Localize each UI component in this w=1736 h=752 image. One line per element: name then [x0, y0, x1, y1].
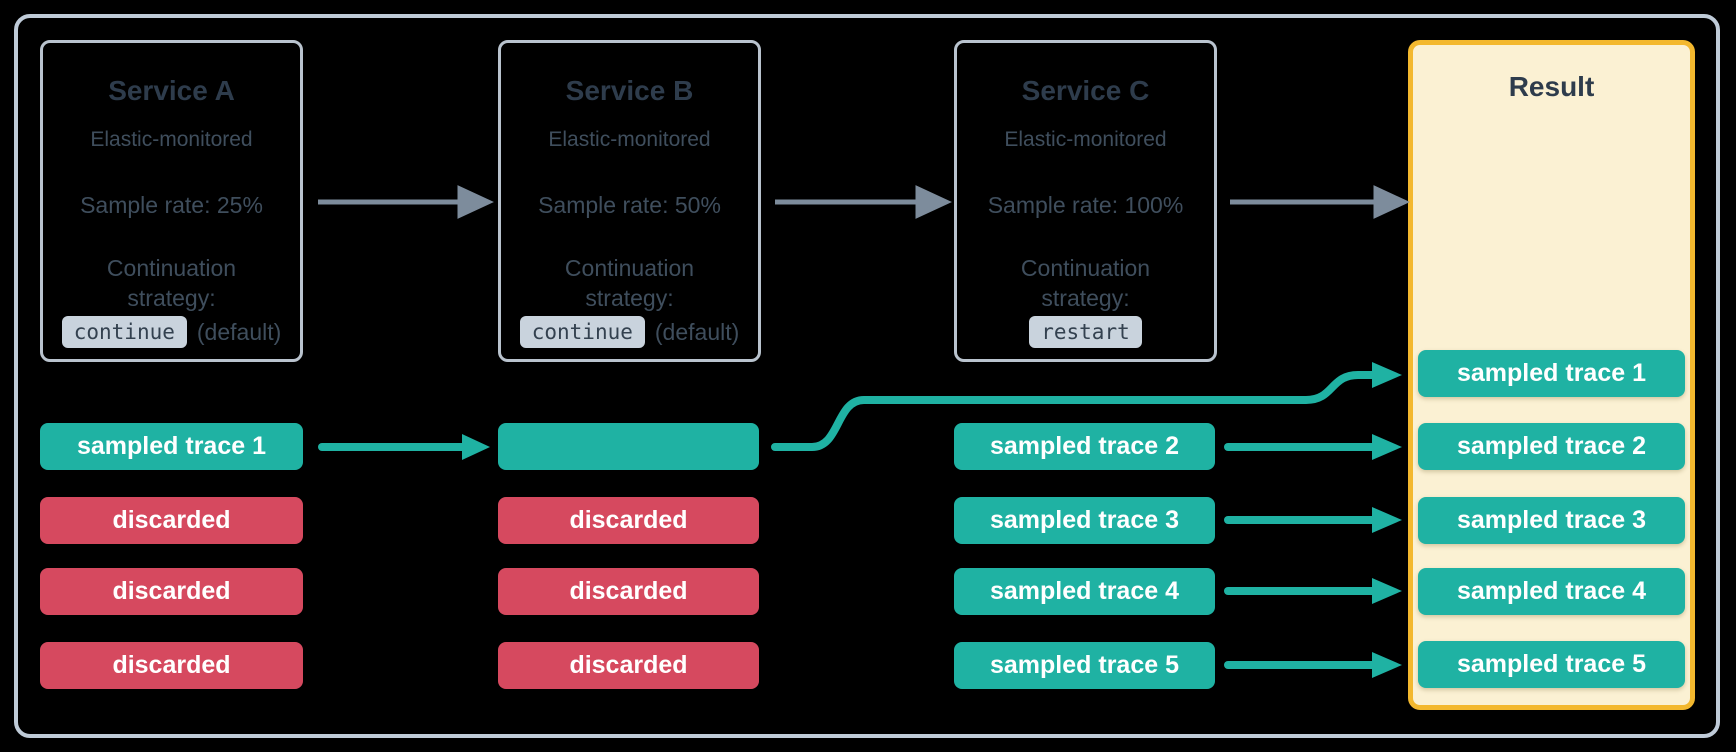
result-title: Result [1508, 71, 1595, 102]
trace-pill-service-b-discarded-3: discarded [498, 642, 759, 689]
trace-pill-service-c-sampled-2: sampled trace 2 [954, 423, 1215, 470]
service-a-strategy-suffix: (default) [196, 318, 282, 345]
trace-pill-service-c-sampled-4: sampled trace 4 [954, 568, 1215, 615]
service-b-title: Service B [565, 75, 694, 106]
trace-pill-service-c-sampled-5: sampled trace 5 [954, 642, 1215, 689]
trace-pill-service-b-discarded-2: discarded [498, 568, 759, 615]
result-pill-sampled-trace-1: sampled trace 1 [1418, 350, 1685, 397]
service-c-title: Service C [1021, 75, 1150, 106]
service-c-monitoring: Elastic-monitored [1004, 128, 1167, 151]
trace-pill-service-c-sampled-3: sampled trace 3 [954, 497, 1215, 544]
trace-pill-service-a-discarded-2: discarded [40, 568, 303, 615]
service-a-continuation-label-1: Continuation [106, 255, 237, 281]
service-c-strategy-row: restart [957, 315, 1214, 349]
service-b-continuation-label-2: strategy: [585, 285, 674, 311]
service-a-continuation-label-2: strategy: [127, 285, 216, 311]
result-pill-sampled-trace-5: sampled trace 5 [1418, 641, 1685, 688]
service-c-continuation-label-1: Continuation [1020, 255, 1151, 281]
trace-pill-service-a-discarded-3: discarded [40, 642, 303, 689]
trace-pill-service-b-discarded-1: discarded [498, 497, 759, 544]
service-c-strategy-code-badge: restart [1029, 316, 1142, 348]
service-b-strategy-code-badge: continue [519, 316, 645, 348]
result-pill-sampled-trace-3: sampled trace 3 [1418, 497, 1685, 544]
service-c-box: Service C Elastic-monitored Sample rate:… [954, 40, 1217, 362]
service-a-strategy-code-badge: continue [61, 316, 187, 348]
service-a-sample-rate: Sample rate: 25% [80, 192, 263, 218]
trace-pill-service-a-discarded-1: discarded [40, 497, 303, 544]
service-a-title: Service A [108, 75, 235, 106]
trace-pill-service-b-sampled-unlabeled [498, 423, 759, 470]
service-a-strategy-row: continue (default) [43, 315, 300, 349]
service-a-monitoring: Elastic-monitored [90, 128, 253, 151]
result-pill-sampled-trace-4: sampled trace 4 [1418, 568, 1685, 615]
service-b-sample-rate: Sample rate: 50% [538, 192, 721, 218]
service-b-monitoring: Elastic-monitored [548, 128, 711, 151]
service-a-box: Service A Elastic-monitored Sample rate:… [40, 40, 303, 362]
service-c-sample-rate: Sample rate: 100% [987, 192, 1184, 218]
result-pill-sampled-trace-2: sampled trace 2 [1418, 423, 1685, 470]
service-b-continuation-label-1: Continuation [564, 255, 695, 281]
service-b-strategy-suffix: (default) [654, 318, 740, 345]
service-b-box: Service B Elastic-monitored Sample rate:… [498, 40, 761, 362]
trace-pill-service-a-sampled-1: sampled trace 1 [40, 423, 303, 470]
service-b-strategy-row: continue (default) [501, 315, 758, 349]
diagram-outer-frame [14, 14, 1720, 738]
service-c-continuation-label-2: strategy: [1041, 285, 1130, 311]
